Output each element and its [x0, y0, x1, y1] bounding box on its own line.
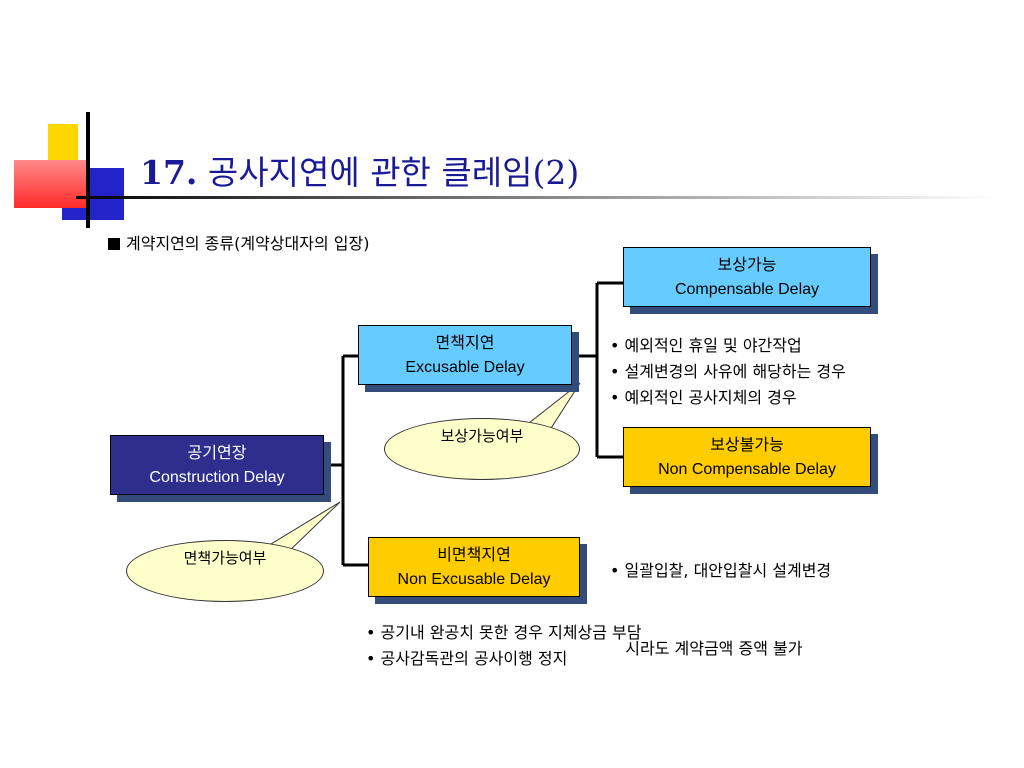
- node-compensable-delay: 보상가능 Compensable Delay: [623, 247, 871, 307]
- node-excusable-delay: 면책지연 Excusable Delay: [358, 325, 572, 385]
- node-construction-delay: 공기연장 Construction Delay: [110, 435, 324, 495]
- notes-non-compensable: • 일괄입찰, 대안입찰시 설계변경 시라도 계약금액 증액 불가: [610, 506, 831, 688]
- square-bullet-icon: [108, 238, 120, 250]
- note-item: • 일괄입찰, 대안입찰시 설계변경: [610, 561, 832, 580]
- note-item: 시라도 계약금액 증액 불가: [610, 639, 803, 658]
- slide-title-suffix: (2): [532, 153, 580, 192]
- callout-compensable-check: 보상가능여부: [384, 418, 580, 480]
- node-excusable-delay-ko: 면책지연: [435, 333, 495, 352]
- node-compensable-delay-ko: 보상가능: [717, 255, 777, 274]
- note-item: • 예외적인 휴일 및 야간작업: [610, 336, 802, 355]
- node-construction-delay-ko: 공기연장: [187, 443, 247, 462]
- decor-red-square: [14, 160, 86, 208]
- section-heading-text: 계약지연의 종류(계약상대자의 입장): [126, 234, 370, 253]
- title-underline: [76, 196, 996, 199]
- note-item: • 설계변경의 사유에 해당하는 경우: [610, 362, 846, 381]
- section-heading: 계약지연의 종류(계약상대자의 입장): [108, 230, 369, 254]
- node-non-excusable-delay: 비면책지연 Non Excusable Delay: [368, 537, 580, 597]
- callout-excusable-check: 면책가능여부: [126, 540, 324, 602]
- note-item: • 예외적인 공사지체의 경우: [610, 388, 797, 407]
- notes-compensable: • 예외적인 휴일 및 야간작업 • 설계변경의 사유에 해당하는 경우 • 예…: [610, 333, 846, 411]
- node-compensable-delay-en: Compensable Delay: [674, 281, 820, 298]
- node-non-excusable-delay-ko: 비면책지연: [437, 545, 511, 564]
- note-item: • 공사감독관의 공사이행 정지: [366, 649, 568, 668]
- decor-vertical-line: [86, 112, 90, 228]
- slide-title: 17. 공사지연에 관한 클레임(2): [140, 146, 579, 194]
- node-non-compensable-delay-en: Non Compensable Delay: [658, 461, 836, 478]
- callout-excusable-check-text: 면책가능여부: [183, 549, 267, 567]
- callout-compensable-check-text: 보상가능여부: [440, 427, 524, 445]
- note-item: • 공기내 완공치 못한 경우 지체상금 부담: [366, 623, 642, 642]
- node-non-excusable-delay-en: Non Excusable Delay: [397, 571, 551, 588]
- slide-number: 17.: [140, 153, 198, 192]
- node-construction-delay-en: Construction Delay: [149, 469, 285, 486]
- slide-title-text: 공사지연에 관한 클레임: [197, 153, 533, 192]
- notes-non-excusable: • 공기내 완공치 못한 경우 지체상금 부담 • 공사감독관의 공사이행 정지: [366, 620, 641, 672]
- node-excusable-delay-en: Excusable Delay: [405, 359, 525, 376]
- node-non-compensable-delay: 보상불가능 Non Compensable Delay: [623, 427, 871, 487]
- node-non-compensable-delay-ko: 보상불가능: [710, 435, 784, 454]
